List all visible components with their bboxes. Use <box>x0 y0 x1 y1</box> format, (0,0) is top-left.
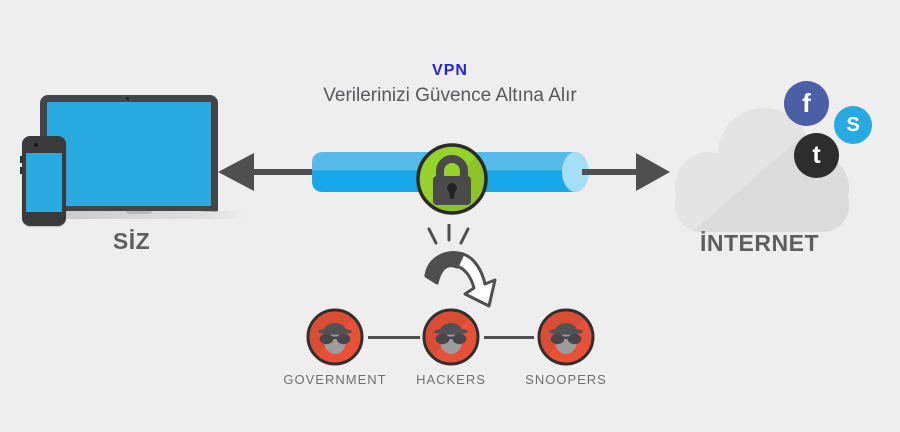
arrow-right-icon <box>582 153 670 191</box>
smartphone-icon <box>22 136 66 226</box>
threat-label-government: GOVERNMENT <box>283 372 387 387</box>
laptop-notch <box>126 211 152 214</box>
phone-screen <box>26 153 62 212</box>
spy-icon-snoopers <box>537 308 595 366</box>
deflect-arrow-icon <box>424 224 497 308</box>
cloud-icon <box>675 108 849 232</box>
you-label: SİZ <box>112 228 151 254</box>
threat-label-hackers: HACKERS <box>416 372 486 387</box>
internet-label: İNTERNET <box>700 230 819 256</box>
laptop-camera-dot <box>126 97 129 100</box>
facebook-glyph: f <box>802 88 811 118</box>
spy-icon-government <box>306 308 364 366</box>
laptop-icon <box>40 95 218 212</box>
skype-glyph: S <box>846 113 860 136</box>
facebook-icon: f <box>784 81 829 126</box>
twitter-icon: t <box>794 133 839 178</box>
laptop-base <box>50 211 246 219</box>
twitter-glyph: t <box>812 141 821 169</box>
laptop-screen <box>47 102 211 206</box>
diagram-subtitle: Verilerinizi Güvence Altına Alır <box>323 85 577 106</box>
spy-icon-hackers <box>422 308 480 366</box>
threat-label-snoopers: SNOOPERS <box>525 372 607 387</box>
phone-camera-dot <box>34 143 38 147</box>
lock-icon <box>416 143 488 215</box>
skype-icon: S <box>834 106 872 144</box>
deflect-ticks <box>427 224 470 245</box>
phone-side-button <box>20 156 22 163</box>
threat-connector <box>368 336 420 339</box>
arrow-left-icon <box>218 153 314 191</box>
vpn-title: VPN <box>432 62 468 79</box>
phone-side-button <box>20 167 22 174</box>
threat-connector <box>484 336 534 339</box>
